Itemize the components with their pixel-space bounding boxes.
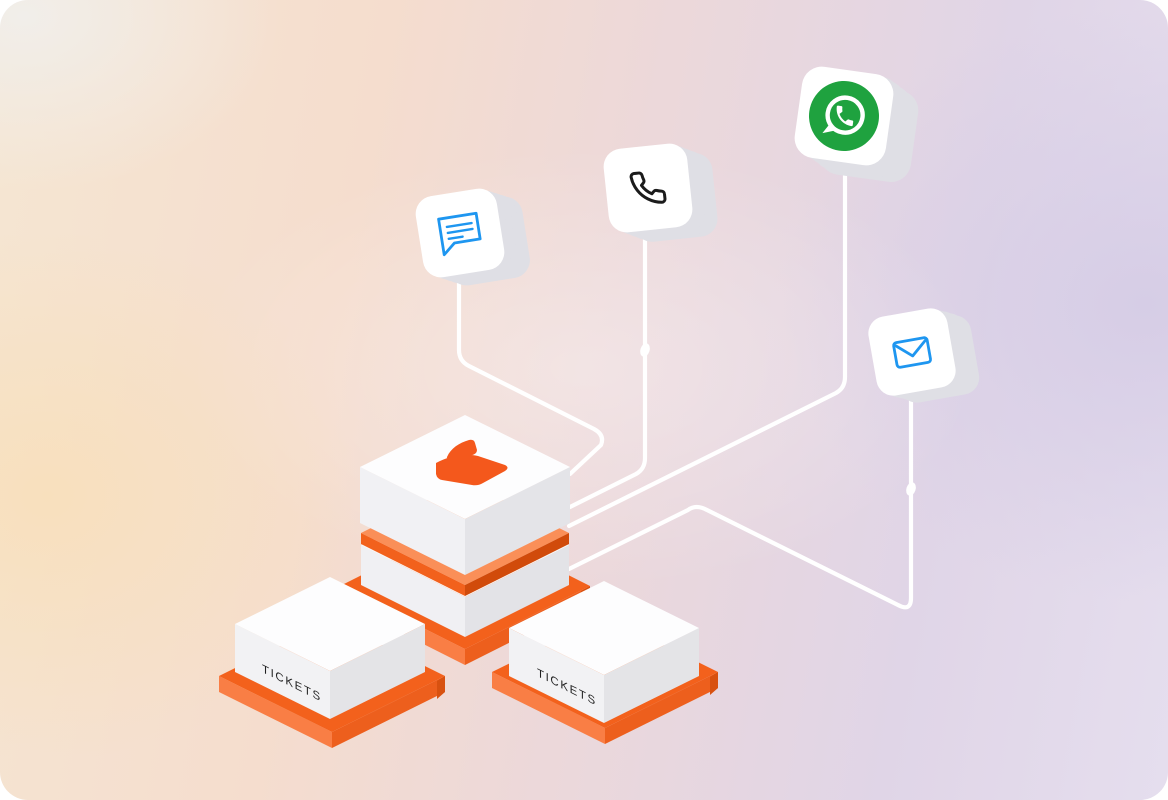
hub-stack [340, 415, 590, 665]
connector-line-chat [456, 269, 605, 477]
ticket-box-middle: TICKETS [492, 581, 718, 744]
hub-box-top [360, 415, 570, 575]
channel-card-chat [415, 188, 530, 286]
email-icon [892, 336, 932, 369]
channel-card-email [868, 308, 980, 403]
connector-line-phone [567, 235, 648, 510]
ticket-crate-left: TICKETS [235, 577, 425, 719]
connector-nodes [640, 343, 916, 496]
card-face [603, 143, 693, 233]
phone-icon [629, 171, 667, 204]
chat-icon [437, 211, 482, 257]
ticket-crate-middle: TICKETS [509, 581, 699, 723]
channel-card-phone [603, 143, 718, 242]
connector-line-email [566, 385, 914, 610]
node-dot-email-line [906, 482, 916, 496]
connector-line-whatsapp [566, 149, 848, 529]
channel-card-whatsapp [794, 66, 919, 182]
hub-logo [436, 439, 508, 486]
connector-lines [456, 149, 914, 610]
whatsapp-icon [809, 81, 879, 151]
ticket-box-left: TICKETS [219, 577, 445, 748]
card-face [868, 308, 956, 396]
card-face [415, 188, 505, 278]
node-dot-phone-line [640, 343, 650, 357]
